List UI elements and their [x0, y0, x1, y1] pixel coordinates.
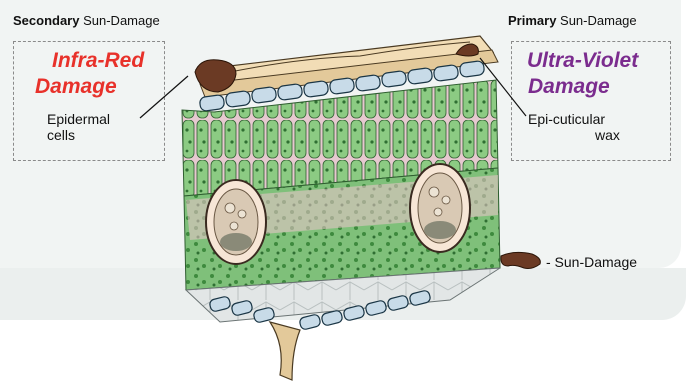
leaf-tip: [270, 322, 300, 380]
epicuticular-wax-label-line2: wax: [595, 127, 620, 143]
epidermal-cells-label-line1: Epidermal: [47, 111, 110, 127]
infrared-damage-title-line1: Infra-Red: [52, 49, 144, 72]
epicuticular-wax-label-line1: Epi-cuticular: [528, 111, 605, 127]
ultraviolet-damage-title-line2: Damage: [528, 75, 610, 98]
epidermal-leader-line: [140, 76, 188, 118]
epidermal-cells-label-line2: cells: [47, 127, 75, 143]
infrared-damage-title-line2: Damage: [35, 75, 117, 98]
vascular-bundle-left: [206, 180, 266, 264]
vascular-bundle-right: [410, 164, 470, 252]
legend-swatch: [501, 252, 540, 268]
ultraviolet-damage-title-line1: Ultra-Violet: [527, 49, 638, 72]
legend-label: - Sun-Damage: [546, 254, 637, 270]
